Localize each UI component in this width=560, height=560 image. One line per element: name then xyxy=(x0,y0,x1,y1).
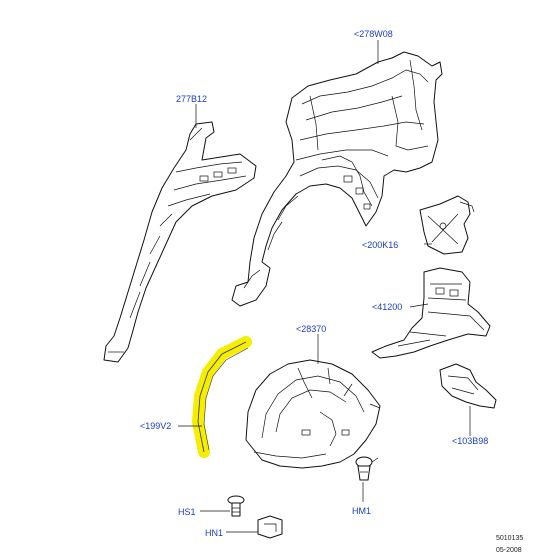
wheelarch-liner xyxy=(245,359,381,469)
quarter-panel xyxy=(231,51,443,307)
callout-28370: <28370 xyxy=(296,324,326,334)
bracket-103b98 xyxy=(439,363,497,409)
fastener-hs1 xyxy=(227,495,245,517)
bracket-200k16 xyxy=(419,195,475,255)
bracket-41200 xyxy=(371,267,491,359)
pillar-panel xyxy=(103,121,257,363)
callout-hn1: HN1 xyxy=(205,528,223,538)
reference-number: 5010135 xyxy=(496,535,523,542)
fastener-hn1 xyxy=(257,515,283,539)
fastener-hm1 xyxy=(355,456,379,481)
callout-103b98: <103B98 xyxy=(452,436,488,446)
leader-lines xyxy=(178,40,471,533)
revision-date: 05-2008 xyxy=(496,547,522,554)
callout-200k16: <200K16 xyxy=(362,240,398,250)
callout-labels: <278W08 277B12 <200K16 <41200 <28370 <19… xyxy=(140,29,488,538)
footer-stamp: 5010135 05-2008 xyxy=(496,535,523,554)
callout-hm1: HM1 xyxy=(352,506,371,516)
callout-199v2: <199V2 xyxy=(140,421,171,431)
callout-277b12: 277B12 xyxy=(176,94,207,104)
callout-278w08: <278W08 xyxy=(354,29,393,39)
callout-41200: <41200 xyxy=(372,302,402,312)
arch-seal-highlighted xyxy=(192,336,252,458)
callout-hs1: HS1 xyxy=(178,507,196,517)
